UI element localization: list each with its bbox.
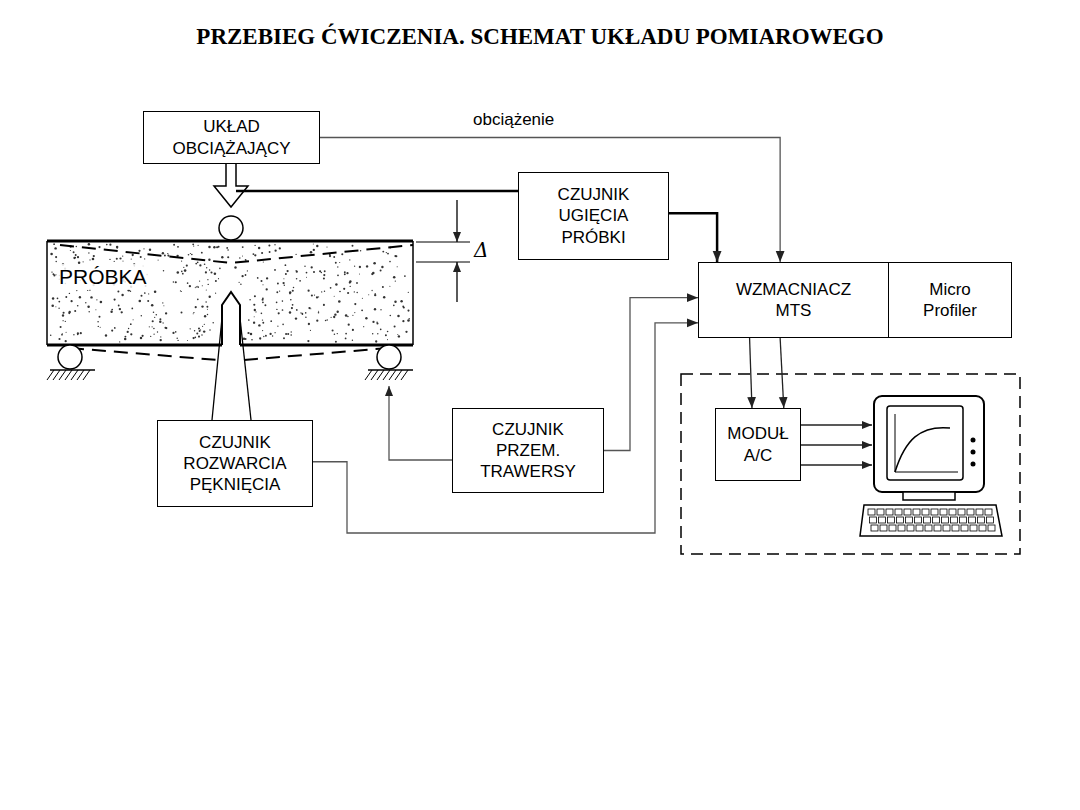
support-roller xyxy=(58,345,82,369)
sensor-wire xyxy=(236,190,518,193)
node-text: CZUJNIK PRZEM. TRAWERSY xyxy=(463,419,593,483)
node-text: MODUŁ A/C xyxy=(723,423,793,466)
page-title: PRZEBIEG ĆWICZENIA. SCHEMAT UKŁADU POMIA… xyxy=(0,24,1080,50)
dimension-arrow xyxy=(456,200,457,242)
deflection-line xyxy=(60,245,413,263)
node-text: PRÓBKA xyxy=(57,264,149,290)
sensor-lead xyxy=(240,318,251,420)
load-roller xyxy=(219,216,243,240)
dimension-line xyxy=(416,242,470,243)
support-roller xyxy=(377,345,401,369)
edge-label: obciążenie xyxy=(470,110,557,130)
data-wire xyxy=(796,424,872,425)
signal-connector xyxy=(780,338,784,408)
node-text: CZUJNIK UGIĘCIA PRÓBKI xyxy=(534,184,654,248)
data-wire xyxy=(796,464,872,465)
signal-connector xyxy=(320,138,780,263)
signal-connector xyxy=(313,323,698,533)
beam-outline xyxy=(46,241,48,345)
sensor-box: CZUJNIK ROZWARCIA PĘKNIĘCIA xyxy=(157,420,313,507)
support-ground xyxy=(368,369,413,371)
sensor-wire xyxy=(389,386,452,460)
signal-connector xyxy=(604,298,698,451)
computer-region xyxy=(681,374,1020,554)
profiler-box: Micro Profiler xyxy=(888,262,1012,338)
loading-system-box: UKŁAD OBCIĄŻAJĄCY xyxy=(143,111,320,164)
dimension-symbol: Δ xyxy=(474,238,488,262)
node-text: UKŁAD OBCIĄŻAJĄCY xyxy=(152,116,312,159)
computer-icon xyxy=(860,396,1002,536)
signal-connector xyxy=(750,338,752,408)
ad-module-box: MODUŁ A/C xyxy=(715,408,801,481)
node-text: Micro Profiler xyxy=(905,279,995,322)
sensor-box: CZUJNIK UGIĘCIA PRÓBKI xyxy=(518,172,669,260)
data-wire xyxy=(796,444,872,445)
deflection-line xyxy=(70,348,389,360)
dimension-arrow xyxy=(456,262,457,302)
sensor-lead xyxy=(212,318,222,420)
specimen-beam: PRÓBKA xyxy=(47,240,413,345)
ground-hatch xyxy=(47,370,408,380)
sensor-box: CZUJNIK PRZEM. TRAWERSY xyxy=(452,408,604,493)
amplifier-box: WZMACNIACZ MTS xyxy=(698,262,889,338)
signal-connector xyxy=(669,213,717,262)
load-arrow xyxy=(214,160,248,207)
node-text: WZMACNIACZ MTS xyxy=(729,279,859,322)
node-text: CZUJNIK ROZWARCIA PĘKNIĘCIA xyxy=(165,432,305,496)
beam-outline xyxy=(412,241,414,345)
support-ground xyxy=(50,369,95,371)
notch xyxy=(222,292,240,345)
dimension-line xyxy=(416,262,470,263)
